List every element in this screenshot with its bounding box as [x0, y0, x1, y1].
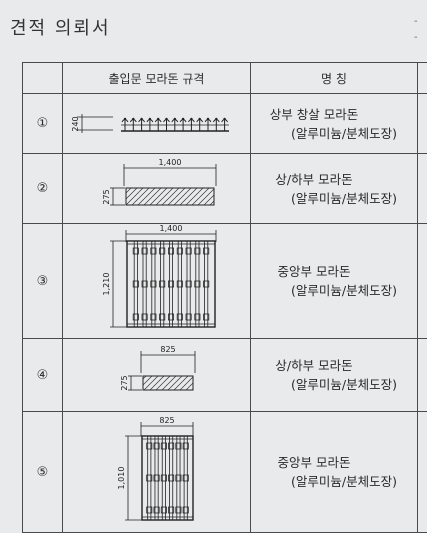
panel-825-drawing: 825 1,010 — [63, 412, 251, 532]
header-mark: - — [414, 32, 418, 43]
panel-1400-drawing: 1,400 1,210 — [63, 224, 251, 338]
spec-drawing: 825 275 — [63, 339, 251, 412]
item-name-line1: 상/하부 모라돈 — [251, 356, 417, 375]
rail-825-drawing: 825 275 — [63, 339, 251, 411]
table-row: ⑤ 825 1,010 중앙부 모라돈 (알루미늄/분체도장) — [23, 412, 427, 533]
item-name: 상부 창살 모라돈 (알루미늄/분체도장) — [251, 94, 418, 154]
width-dimension: 825 — [159, 416, 174, 425]
height-dimension: 1,010 — [117, 467, 126, 490]
header-number — [23, 63, 63, 94]
quote-table: 출입문 모라돈 규격 명 칭 ① 240 상부 창살 모라돈 (알루미늄/분체도… — [22, 62, 427, 533]
header-extra — [418, 63, 427, 94]
item-name-line1: 중앙부 모라돈 — [251, 453, 417, 472]
header-spec: 출입문 모라돈 규격 — [63, 63, 251, 94]
item-name-line1: 상부 창살 모라돈 — [251, 105, 417, 124]
spec-drawing: 1,400 1,210 — [63, 224, 251, 339]
upper-grille-drawing: 240 — [63, 94, 251, 153]
item-name-line2: (알루미늄/분체도장) — [251, 189, 417, 208]
table-row: ① 240 상부 창살 모라돈 (알루미늄/분체도장) — [23, 94, 427, 154]
rail-1400-drawing: 1,400 275 — [63, 154, 251, 223]
height-dimension: 240 — [71, 116, 80, 131]
item-name-line2: (알루미늄/분체도장) — [251, 375, 417, 394]
item-name: 상/하부 모라돈 (알루미늄/분체도장) — [251, 339, 418, 412]
table-row: ③ 1,400 1,210 중앙부 모라돈 (알루미늄/분체도장) — [23, 224, 427, 339]
table-row: ② 1,400 275 상/하부 모라돈 (알루미늄/ — [23, 154, 427, 224]
table-row: ④ 825 275 상/하부 모라돈 (알루미늄/분체도장) — [23, 339, 427, 412]
header-name: 명 칭 — [251, 63, 418, 94]
width-dimension: 825 — [160, 345, 175, 354]
spec-drawing: 240 — [63, 94, 251, 154]
width-dimension: 1,400 — [159, 158, 182, 167]
item-name-line2: (알루미늄/분체도장) — [251, 124, 417, 143]
height-dimension: 275 — [102, 189, 111, 204]
height-dimension: 1,210 — [102, 273, 111, 296]
item-name: 중앙부 모라돈 (알루미늄/분체도장) — [251, 224, 418, 339]
item-name-line2: (알루미늄/분체도장) — [251, 472, 417, 491]
row-number: ④ — [23, 339, 63, 412]
table-header-row: 출입문 모라돈 규격 명 칭 — [23, 63, 427, 94]
item-name-line1: 중앙부 모라돈 — [251, 262, 417, 281]
item-name: 중앙부 모라돈 (알루미늄/분체도장) — [251, 412, 418, 533]
row-number: ⑤ — [23, 412, 63, 533]
row-number: ② — [23, 154, 63, 224]
document-title: 견적 의뢰서 — [10, 14, 111, 40]
item-name-line2: (알루미늄/분체도장) — [251, 281, 417, 300]
height-dimension: 275 — [120, 375, 129, 390]
item-name: 상/하부 모라돈 (알루미늄/분체도장) — [251, 154, 418, 224]
header-mark: - — [414, 16, 418, 27]
row-number: ③ — [23, 224, 63, 339]
width-dimension: 1,400 — [160, 224, 183, 233]
item-name-line1: 상/하부 모라돈 — [251, 170, 417, 189]
spec-drawing: 825 1,010 — [63, 412, 251, 533]
row-number: ① — [23, 94, 63, 154]
spec-drawing: 1,400 275 — [63, 154, 251, 224]
